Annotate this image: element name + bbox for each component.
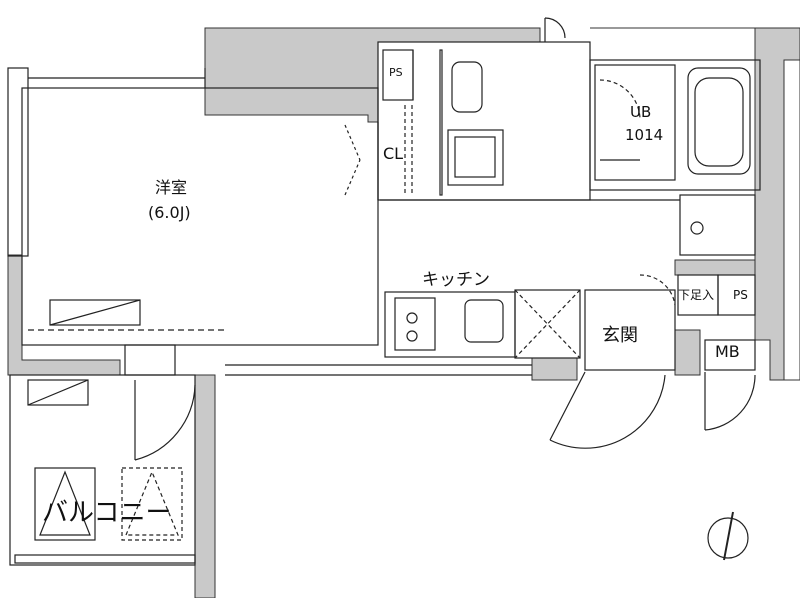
room-label-ps-entry: PS	[733, 288, 748, 302]
room-label-meter-box: MB	[715, 342, 740, 361]
room-size-western: (6.0J)	[148, 203, 191, 222]
room-label-kitchen: キッチン	[422, 270, 490, 290]
room-label-ps-bath: PS	[389, 66, 403, 79]
room-label-western: 洋室	[155, 178, 188, 197]
room-label-shoe-box: 下足入	[678, 288, 715, 302]
room-label-entrance: 玄関	[602, 325, 638, 346]
room-label-balcony: バルコニー	[42, 498, 172, 528]
room-size-unit-bath: 1014	[625, 126, 664, 144]
partition-lines	[7, 17, 761, 566]
north-arrow-icon	[707, 511, 749, 561]
room-label-closet: CL	[383, 144, 404, 163]
room-label-unit-bath: UB	[630, 103, 652, 121]
